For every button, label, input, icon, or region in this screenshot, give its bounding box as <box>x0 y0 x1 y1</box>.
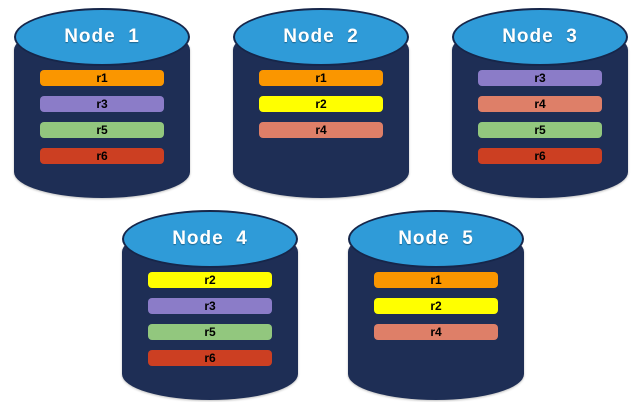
cylinder-top-icon <box>14 8 190 66</box>
node-title: Node 5 <box>398 228 474 249</box>
replica-list: r1 r3 r5 r6 <box>40 70 164 164</box>
replica-bar[interactable]: r5 <box>40 122 164 138</box>
node-title: Node 1 <box>64 26 140 47</box>
replica-bar[interactable]: r3 <box>40 96 164 112</box>
replica-bar[interactable]: r6 <box>40 148 164 164</box>
replica-bar[interactable]: r3 <box>478 70 602 86</box>
node-cylinder-1[interactable]: Node 1 r1 r3 r5 r6 <box>14 8 190 198</box>
node-title: Node 2 <box>283 26 359 47</box>
replica-list: r3 r4 r5 r6 <box>478 70 602 164</box>
replica-bar[interactable]: r3 <box>148 298 272 314</box>
node-cylinder-3[interactable]: Node 3 r3 r4 r5 r6 <box>452 8 628 198</box>
cylinder-top-icon <box>452 8 628 66</box>
replica-bar[interactable]: r2 <box>374 298 498 314</box>
replica-bar[interactable]: r2 <box>259 96 383 112</box>
cylinder-top-icon <box>233 8 409 66</box>
replica-bar[interactable]: r1 <box>374 272 498 288</box>
node-cylinder-2[interactable]: Node 2 r1 r2 r4 <box>233 8 409 198</box>
node-title: Node 4 <box>172 228 248 249</box>
replica-bar[interactable]: r4 <box>374 324 498 340</box>
replica-bar[interactable]: r5 <box>478 122 602 138</box>
replica-bar[interactable]: r4 <box>259 122 383 138</box>
replica-bar[interactable]: r4 <box>478 96 602 112</box>
replica-list: r1 r2 r4 <box>259 70 383 138</box>
replica-bar[interactable]: r5 <box>148 324 272 340</box>
replica-bar[interactable]: r6 <box>148 350 272 366</box>
replica-list: r1 r2 r4 <box>374 272 498 340</box>
node-title: Node 3 <box>502 26 578 47</box>
replica-bar[interactable]: r6 <box>478 148 602 164</box>
replica-bar[interactable]: r1 <box>259 70 383 86</box>
node-cylinder-5[interactable]: Node 5 r1 r2 r4 <box>348 210 524 400</box>
cylinder-top-icon <box>122 210 298 268</box>
cylinder-top-icon <box>348 210 524 268</box>
replica-bar[interactable]: r2 <box>148 272 272 288</box>
node-cylinder-4[interactable]: Node 4 r2 r3 r5 r6 <box>122 210 298 400</box>
replica-bar[interactable]: r1 <box>40 70 164 86</box>
replica-list: r2 r3 r5 r6 <box>148 272 272 366</box>
